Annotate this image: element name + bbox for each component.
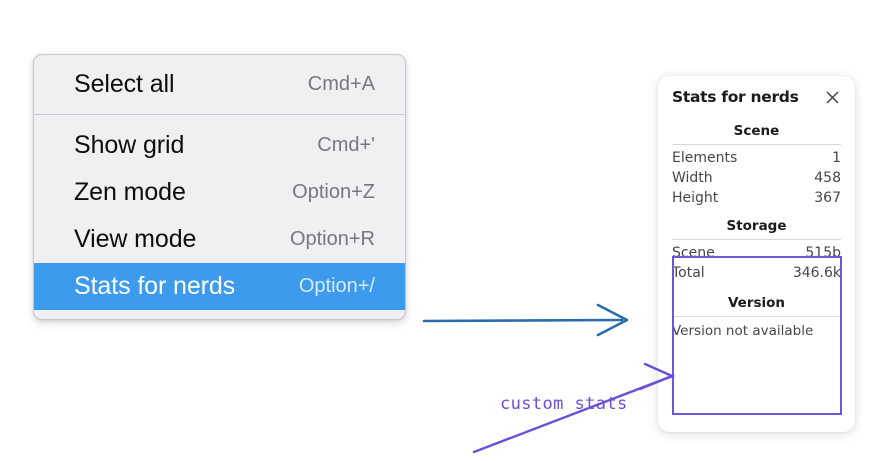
stats-row-storage-total: Total 346.6k: [672, 263, 841, 283]
stats-row-value: 346.6k: [792, 265, 841, 281]
menu-item-label: Zen mode: [74, 178, 186, 206]
menu-item-show-grid[interactable]: Show grid Cmd+': [34, 122, 405, 169]
menu-item-label: Show grid: [74, 131, 185, 159]
stats-row-value: 515b: [805, 245, 841, 261]
menu-group-1: Select all Cmd+A: [34, 61, 405, 108]
stats-for-nerds-panel: Stats for nerds Scene Elements 1 Width 4…: [658, 76, 855, 432]
blue-arrow: [422, 303, 629, 337]
stats-row-key: Width: [672, 170, 713, 186]
menu-item-label: View mode: [74, 225, 197, 253]
stats-row-key: Height: [672, 190, 719, 206]
stats-section-storage: Storage Scene 515b Total 346.6k: [672, 215, 841, 283]
stats-panel-header: Stats for nerds: [672, 88, 841, 106]
menu-item-zen-mode[interactable]: Zen mode Option+Z: [34, 169, 405, 216]
stats-row-width: Width 458: [672, 168, 841, 188]
stats-row-height: Height 367: [672, 188, 841, 208]
menu-item-select-all[interactable]: Select all Cmd+A: [34, 61, 405, 108]
close-icon[interactable]: [823, 88, 841, 106]
menu-item-shortcut: Option+R: [289, 228, 375, 250]
section-divider: [672, 239, 841, 240]
section-divider: [672, 144, 841, 145]
stats-section-scene: Scene Elements 1 Width 458 Height 367: [672, 120, 841, 208]
menu-item-view-mode[interactable]: View mode Option+R: [34, 216, 405, 263]
context-menu[interactable]: Select all Cmd+A Show grid Cmd+' Zen mod…: [33, 54, 406, 320]
section-heading: Scene: [733, 123, 780, 139]
stats-row-elements: Elements 1: [672, 148, 841, 168]
menu-item-label: Select all: [74, 70, 175, 98]
stats-row-key: Total: [672, 265, 705, 281]
menu-item-shortcut: Cmd+A: [307, 73, 375, 95]
stats-section-version: Version Version not available: [672, 292, 841, 341]
menu-item-shortcut: Option+Z: [292, 181, 375, 203]
menu-item-shortcut: Option+/: [298, 275, 375, 297]
stats-row-value: 458: [814, 170, 841, 186]
annotation-label-custom-stats: custom stats: [500, 394, 628, 414]
stats-row-storage-scene: Scene 515b: [672, 243, 841, 263]
section-heading: Storage: [726, 218, 787, 234]
stats-panel-title: Stats for nerds: [672, 88, 799, 106]
menu-group-2: Show grid Cmd+' Zen mode Option+Z View m…: [34, 122, 405, 310]
menu-separator: [34, 114, 405, 115]
menu-item-stats-for-nerds[interactable]: Stats for nerds Option+/: [34, 263, 405, 310]
section-divider: [672, 316, 841, 317]
stats-row-value: 1: [832, 150, 841, 166]
menu-item-label: Stats for nerds: [74, 272, 236, 300]
version-note: Version not available: [672, 323, 814, 339]
stats-row-key: Scene: [672, 245, 715, 261]
stats-row-key: Elements: [672, 150, 738, 166]
menu-item-shortcut: Cmd+': [317, 134, 375, 156]
section-heading: Version: [727, 295, 786, 311]
stats-row-value: 367: [814, 190, 841, 206]
